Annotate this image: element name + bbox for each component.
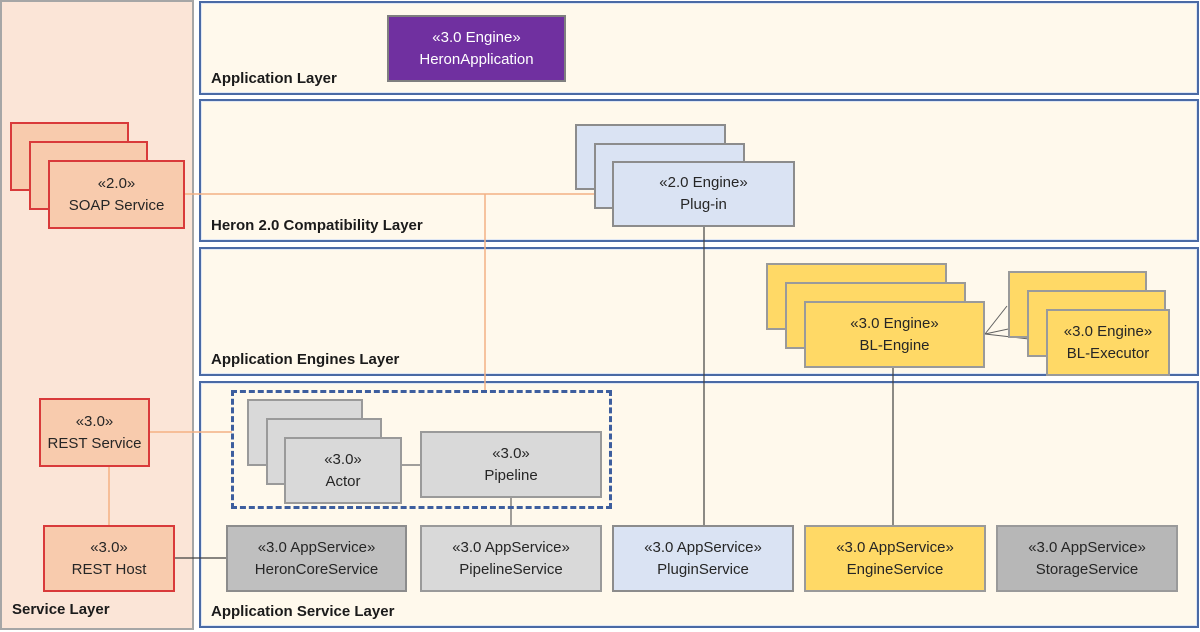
application-layer-label: Application Layer: [211, 70, 337, 87]
component-name: REST Service: [47, 434, 142, 452]
heron-application-component[interactable]: «3.0 Engine» HeronApplication: [387, 15, 566, 82]
component-name: BL-Engine: [859, 336, 930, 354]
rest-service-component[interactable]: «3.0» REST Service: [39, 398, 150, 467]
stereotype: «3.0 AppService»: [644, 538, 762, 556]
stereotype: «3.0 AppService»: [1028, 538, 1146, 556]
stereotype: «3.0 Engine»: [850, 314, 939, 332]
component-name: HeronApplication: [419, 50, 534, 68]
stereotype: «3.0»: [75, 412, 114, 430]
rest-host-component[interactable]: «3.0» REST Host: [43, 525, 175, 592]
component-name: HeronCoreService: [254, 560, 379, 578]
heron-core-service-component[interactable]: «3.0 AppService» HeronCoreService: [226, 525, 407, 592]
component-name: SOAP Service: [68, 196, 165, 214]
stereotype: «3.0 AppService»: [452, 538, 570, 556]
stereotype: «3.0 Engine»: [432, 28, 521, 46]
plugin-service-component[interactable]: «3.0 AppService» PluginService: [612, 525, 794, 592]
component-name: StorageService: [1035, 560, 1139, 578]
stereotype: «3.0 AppService»: [257, 538, 376, 556]
bl-executor-component[interactable]: «3.0 Engine» BL-Executor: [1046, 309, 1170, 376]
component-name: Plug-in: [680, 196, 727, 213]
component-name: Actor: [325, 472, 361, 490]
engine-service-component[interactable]: «3.0 AppService» EngineService: [804, 525, 986, 592]
component-name: Pipeline: [484, 466, 538, 484]
component-name: PipelineService: [459, 560, 563, 578]
engines-layer-label: Application Engines Layer: [211, 351, 400, 368]
soap-service-component[interactable]: «2.0» SOAP Service: [48, 160, 185, 229]
stereotype: «3.0 Engine»: [1063, 322, 1153, 340]
application-layer: Application Layer: [199, 1, 1199, 95]
storage-service-component[interactable]: «3.0 AppService» StorageService: [996, 525, 1178, 592]
plugin-component[interactable]: «2.0 Engine» Plug-in: [612, 161, 795, 227]
component-name: BL-Executor: [1066, 344, 1150, 362]
pipeline-service-component[interactable]: «3.0 AppService» PipelineService: [420, 525, 602, 592]
stereotype: «3.0 AppService»: [836, 538, 954, 556]
stereotype: «2.0»: [97, 174, 136, 192]
stereotype: «3.0»: [492, 444, 530, 462]
compatibility-layer-label: Heron 2.0 Compatibility Layer: [211, 217, 423, 234]
service-layer-label: Service Layer: [12, 601, 110, 618]
actor-component[interactable]: «3.0» Actor: [284, 437, 402, 504]
component-name: PluginService: [657, 560, 749, 578]
component-name: REST Host: [71, 560, 147, 578]
pipeline-component[interactable]: «3.0» Pipeline: [420, 431, 602, 498]
stereotype: «3.0»: [90, 538, 128, 556]
actor-pipeline-group: [231, 390, 612, 509]
bl-engine-component[interactable]: «3.0 Engine» BL-Engine: [804, 301, 985, 368]
app-service-layer-label: Application Service Layer: [211, 603, 395, 620]
component-name: EngineService: [846, 560, 944, 578]
stereotype: «3.0»: [324, 450, 362, 468]
stereotype: «2.0 Engine»: [659, 174, 748, 191]
